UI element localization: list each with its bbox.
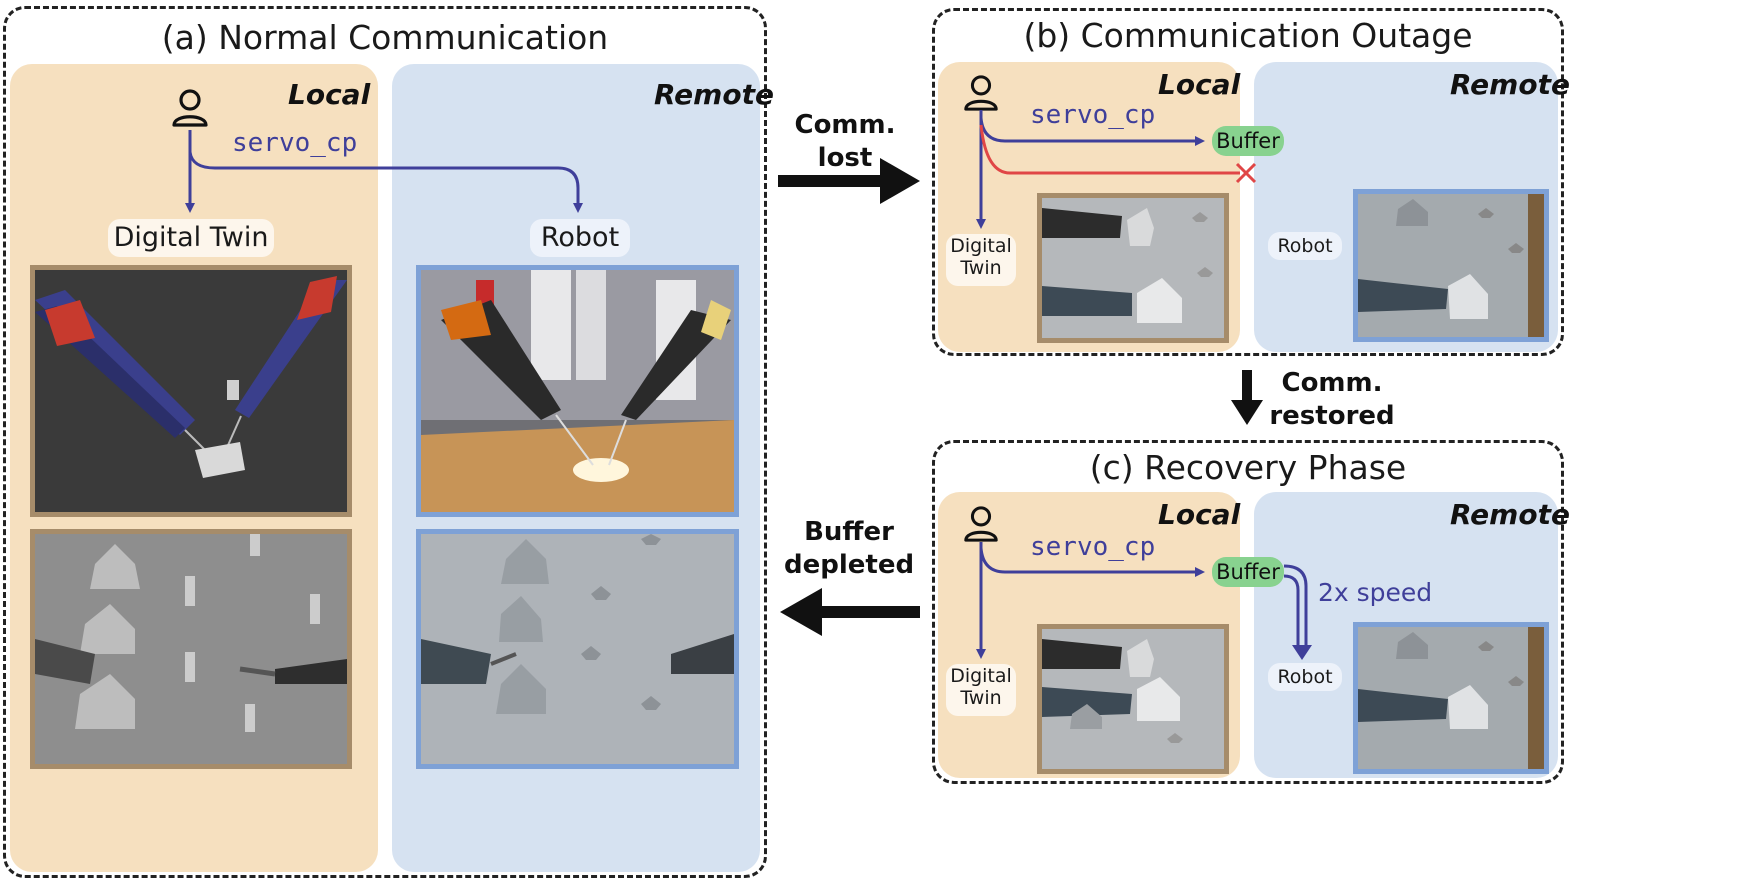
- panel-a-remote-label: Remote: [654, 78, 774, 111]
- buffer-depleted-line-2: depleted: [784, 549, 915, 580]
- panel-b-buffer-badge: Buffer: [1212, 126, 1284, 156]
- panel-c-real-view: [1353, 622, 1549, 774]
- panel-c-local-label: Local: [1158, 498, 1241, 531]
- comm-lost-label: Comm. lost: [780, 109, 910, 174]
- panel-c-sim-view: [1037, 624, 1229, 774]
- panel-b-remote-label: Remote: [1450, 68, 1570, 101]
- panel-a-sim-board-image: [30, 529, 352, 769]
- comm-restored-label: Comm. restored: [1268, 367, 1396, 432]
- panel-c-buffer-badge: Buffer: [1212, 557, 1284, 587]
- panel-a-local-label: Local: [288, 78, 371, 111]
- panel-a-title: (a) Normal Communication: [161, 18, 609, 57]
- operator-icon: [962, 505, 1000, 543]
- comm-lost-line-2: lost: [817, 142, 873, 173]
- panel-a-digital-twin-label: Digital Twin: [108, 219, 274, 257]
- panel-b-real-view: [1353, 189, 1549, 342]
- panel-c-remote-label: Remote: [1450, 498, 1570, 531]
- comm-lost-line-1: Comm.: [794, 110, 896, 140]
- comm-restored-line-2: restored: [1269, 400, 1395, 431]
- panel-c-twin-line-2: Twin: [960, 686, 1002, 709]
- panel-c-title: (c) Recovery Phase: [1089, 448, 1407, 487]
- panel-b-sim-view: [1037, 193, 1229, 343]
- panel-a-real-robot-photo: [416, 265, 739, 517]
- panel-a-command-label: servo_cp: [232, 128, 358, 158]
- buffer-depleted-line-1: Buffer: [804, 517, 894, 547]
- panel-b-frame: [932, 8, 1564, 356]
- panel-b-command-label: servo_cp: [1030, 100, 1156, 130]
- panel-b-local-label: Local: [1158, 68, 1241, 101]
- panel-b-twin-line-1: Digital: [950, 235, 1012, 257]
- panel-a-frame: [3, 6, 767, 878]
- panel-c-command-label: servo_cp: [1030, 532, 1156, 562]
- panel-a-robot-label: Robot: [530, 219, 630, 257]
- buffer-depleted-label: Buffer depleted: [784, 516, 914, 581]
- panel-a-real-board-photo: [416, 529, 739, 769]
- panel-c-frame: [932, 440, 1564, 784]
- comm-restored-line-1: Comm.: [1281, 368, 1383, 398]
- panel-c-speed-label: 2x speed: [1318, 578, 1433, 607]
- panel-b-title: (b) Communication Outage: [1023, 16, 1473, 55]
- buffer-depleted-arrow: [780, 588, 920, 636]
- panel-c-robot-label: Robot: [1268, 663, 1342, 691]
- panel-b-digital-twin-label: Digital Twin: [946, 234, 1016, 286]
- panel-a-sim-arms-image: [30, 265, 352, 517]
- operator-icon: [962, 74, 1000, 112]
- panel-b-robot-label: Robot: [1268, 232, 1342, 260]
- panel-c-twin-line-1: Digital: [950, 665, 1012, 687]
- panel-b-twin-line-2: Twin: [960, 256, 1002, 279]
- panel-c-digital-twin-label: Digital Twin: [946, 664, 1016, 716]
- operator-icon: [170, 88, 210, 128]
- comm-restored-arrow: [1231, 370, 1263, 425]
